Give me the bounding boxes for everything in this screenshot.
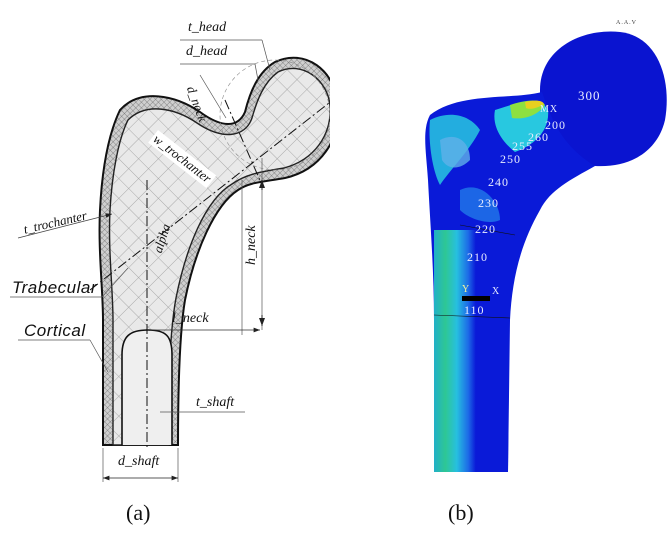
node-label: 230: [478, 196, 499, 210]
caption-b: (b): [448, 500, 474, 525]
node-label: 240: [488, 175, 509, 189]
caption-a: (a): [126, 500, 151, 525]
label-l-neck: l_neck: [172, 311, 209, 326]
femur-drawing: [10, 39, 330, 482]
node-label: 110: [464, 303, 485, 317]
node-label: 220: [475, 222, 496, 236]
label-h-neck: h_neck: [244, 225, 259, 265]
label-d-head: d_head: [186, 44, 228, 59]
panel-b-fea: 300 MX 200 260 255 250 240 230 220 210 1…: [400, 20, 672, 480]
femoral-head: [540, 31, 667, 167]
label-t-head: t_head: [188, 20, 227, 35]
coordinate-triad: [462, 296, 490, 301]
node-label: 260: [528, 130, 549, 144]
label-trabecular: Trabecular: [12, 278, 97, 297]
label-d-shaft: d_shaft: [118, 454, 160, 469]
node-label: 255: [512, 139, 533, 153]
fea-contour-plot: [425, 31, 667, 472]
panel-a-drawing: t_head d_head d_neck w_trochanter t_troc…: [0, 0, 330, 490]
axis-label-y: Y: [462, 284, 471, 295]
label-t-shaft: t_shaft: [196, 395, 235, 410]
node-label-max: MX: [540, 104, 559, 115]
node-label: 210: [467, 250, 488, 264]
label-cortical: Cortical: [24, 321, 86, 340]
axis-label-x: X: [492, 286, 501, 297]
node-label: 250: [500, 152, 521, 166]
node-label: 200: [545, 118, 566, 132]
node-label: 300: [578, 88, 601, 103]
corner-text: A.A.V: [616, 20, 637, 26]
